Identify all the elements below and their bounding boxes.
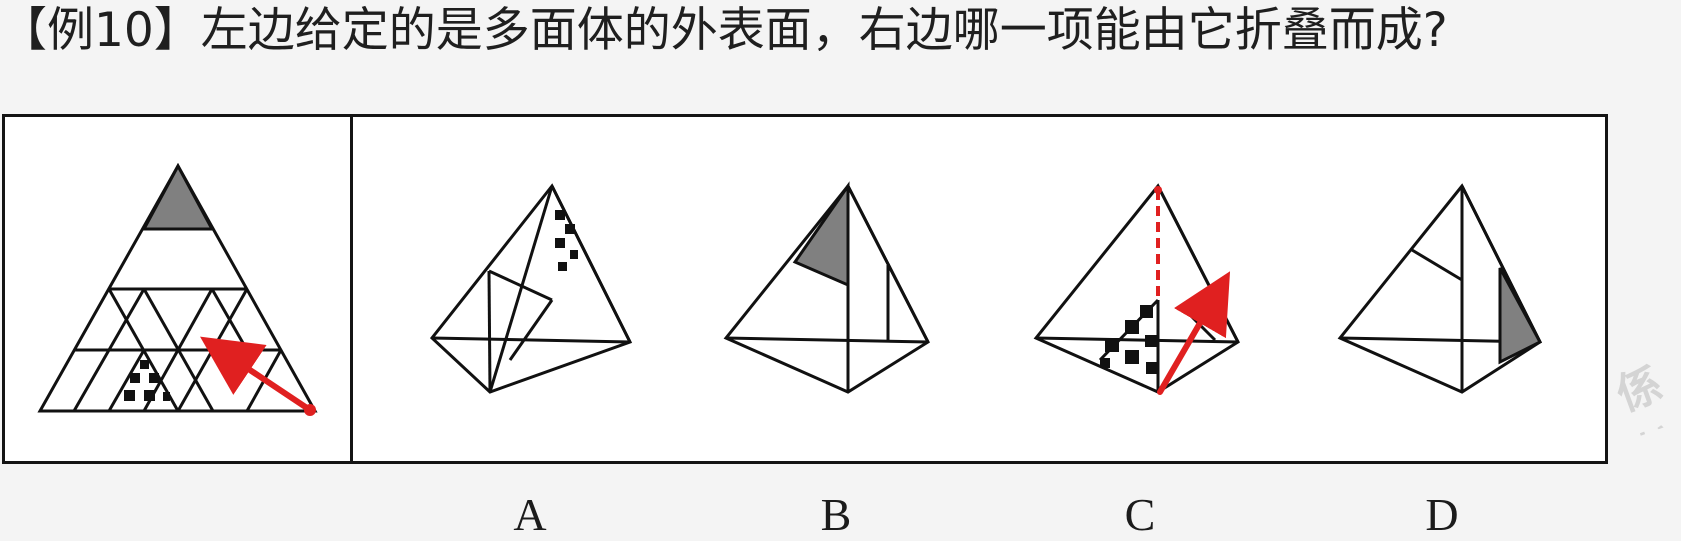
figure-divider — [350, 117, 353, 461]
net-checker-pattern — [124, 360, 170, 401]
option-a-figure — [429, 183, 633, 394]
option-b-label[interactable]: B — [820, 489, 852, 540]
net-gray-triangle — [141, 162, 215, 231]
option-b-gray-face — [792, 181, 850, 288]
option-a-label[interactable]: A — [513, 489, 547, 540]
net-figure — [37, 162, 318, 413]
option-c-label[interactable]: C — [1124, 489, 1156, 540]
figure-frame — [2, 114, 1608, 464]
option-c-annotation — [1154, 186, 1231, 395]
option-c-checker — [1100, 305, 1158, 374]
question-text: 【例10】左边给定的是多面体的外表面，右边哪一项能由它折叠而成? — [0, 3, 1448, 58]
option-a-checker — [555, 210, 578, 271]
option-d-gray-face — [1498, 267, 1543, 365]
option-d-label[interactable]: D — [1425, 489, 1459, 540]
net-annotation-arrow — [200, 336, 316, 416]
